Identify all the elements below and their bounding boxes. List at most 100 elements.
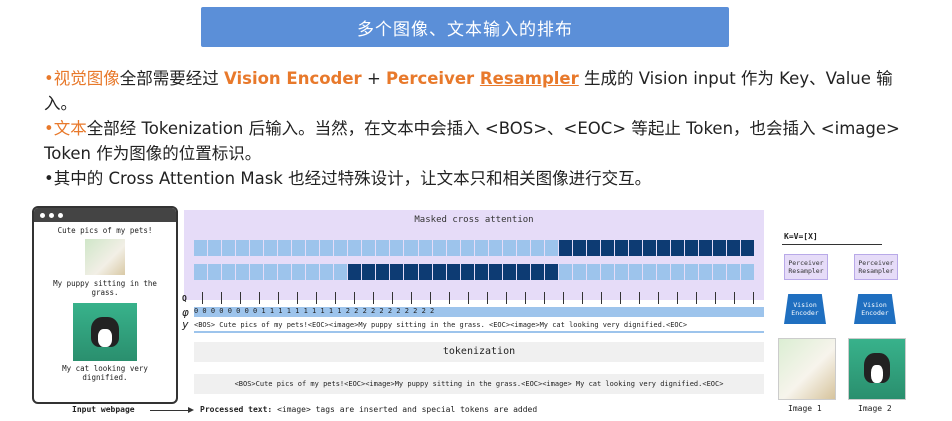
mask-cell xyxy=(222,240,236,256)
mask-cell xyxy=(376,240,390,256)
processed-caption: Processed text: <image> tags are inserte… xyxy=(200,405,537,414)
mask-cell xyxy=(432,264,446,280)
query-arrow xyxy=(373,292,374,304)
mask-cell xyxy=(671,264,685,280)
mask-cell xyxy=(699,240,713,256)
mask-cell xyxy=(236,240,250,256)
query-arrow xyxy=(620,292,621,304)
bullet-1: •视觉图像全部需要经过 Vision Encoder + Perceiver R… xyxy=(44,66,924,116)
tokenization-box: tokenization xyxy=(194,342,764,362)
mask-cell xyxy=(586,264,600,280)
mask-cell xyxy=(727,240,741,256)
query-arrow xyxy=(468,292,469,304)
browser-bar xyxy=(34,208,176,222)
bullet-1-prefix: •视觉图像 xyxy=(44,69,120,88)
image-2-cat xyxy=(848,338,906,400)
query-arrow xyxy=(563,292,564,304)
mask-cell xyxy=(572,264,586,280)
query-arrow xyxy=(297,292,298,304)
query-arrow xyxy=(677,292,678,304)
perceiver-resampler-2: Perceiver Resampler xyxy=(854,254,898,280)
mask-cell xyxy=(741,240,755,256)
token-underline xyxy=(194,331,764,333)
mask-cell xyxy=(600,240,614,256)
mask-cell xyxy=(390,264,404,280)
mask-cell xyxy=(320,264,334,280)
processed-label: Processed text: xyxy=(200,405,273,414)
mask-cell xyxy=(278,264,292,280)
mask-cell xyxy=(390,240,404,256)
mask-cell xyxy=(544,264,558,280)
mask-cell xyxy=(292,240,306,256)
mask-cell xyxy=(502,240,516,256)
image-1-dog xyxy=(778,338,836,400)
mask-cell xyxy=(516,264,530,280)
mask-cell xyxy=(516,240,530,256)
mask-cell xyxy=(194,264,208,280)
bullet-2-rest: 全部经 Tokenization 后输入。当然，在文本中会插入 <BOS>、<E… xyxy=(44,119,900,163)
mask-cell xyxy=(334,240,348,256)
bullet-2-prefix: •文本 xyxy=(44,119,87,138)
input-webpage-caption: Input webpage xyxy=(72,405,135,414)
bullet-list: •视觉图像全部需要经过 Vision Encoder + Perceiver R… xyxy=(44,66,924,191)
mask-cell xyxy=(614,264,628,280)
slide-title-bar: 多个图像、文本输入的排布 xyxy=(201,7,729,47)
query-arrow xyxy=(525,292,526,304)
mask-cell xyxy=(488,240,502,256)
query-arrow xyxy=(601,292,602,304)
mask-cell xyxy=(278,240,292,256)
mask-cell xyxy=(306,264,320,280)
mask-cell xyxy=(474,264,488,280)
mask-cell xyxy=(488,264,502,280)
processed-desc: <image> tags are inserted and special to… xyxy=(277,405,538,414)
query-arrow xyxy=(582,292,583,304)
masked-cross-attention-block: Masked cross attention xyxy=(184,210,764,300)
query-arrow xyxy=(335,292,336,304)
query-arrow xyxy=(259,292,260,304)
mask-cell xyxy=(404,240,418,256)
mask-cell xyxy=(713,240,727,256)
mask-cell xyxy=(222,264,236,280)
mask-cell xyxy=(460,240,474,256)
mask-cell xyxy=(418,240,432,256)
mask-cell xyxy=(250,240,264,256)
bullet-2: •文本全部经 Tokenization 后输入。当然，在文本中会插入 <BOS>… xyxy=(44,116,924,166)
mask-cell xyxy=(727,264,741,280)
mask-cell xyxy=(404,264,418,280)
mask-cell xyxy=(558,264,572,280)
raw-text: <BOS>Cute pics of my pets!<EOC><image>My… xyxy=(234,380,724,388)
mask-cell xyxy=(264,264,278,280)
image-1-caption: Image 1 xyxy=(788,404,822,413)
y-label: y xyxy=(182,318,189,331)
perceiver-term: Perceiver xyxy=(386,69,480,88)
mask-cell xyxy=(474,240,488,256)
mask-cell xyxy=(348,264,362,280)
q-label: Q xyxy=(182,294,187,303)
query-arrow xyxy=(202,292,203,304)
perceiver-resampler-1: Perceiver Resampler xyxy=(784,254,828,280)
query-arrow xyxy=(392,292,393,304)
mask-cell xyxy=(657,264,671,280)
query-arrow xyxy=(316,292,317,304)
query-arrow xyxy=(753,292,754,304)
mask-cell xyxy=(530,240,544,256)
mask-cell xyxy=(628,264,642,280)
mask-cell xyxy=(685,264,699,280)
mask-cell xyxy=(628,240,642,256)
query-arrow xyxy=(734,292,735,304)
mask-cell xyxy=(600,264,614,280)
mask-cell xyxy=(446,264,460,280)
mask-cell xyxy=(460,264,474,280)
mask-cell xyxy=(671,240,685,256)
flamingo-figure: Cute pics of my pets! My puppy sitting i… xyxy=(32,206,922,418)
mask-cell xyxy=(713,264,727,280)
query-arrow xyxy=(696,292,697,304)
query-arrow xyxy=(240,292,241,304)
resampler-term: Resampler xyxy=(479,69,579,88)
mask-row-1 xyxy=(194,240,755,256)
query-arrow xyxy=(221,292,222,304)
mask-cell xyxy=(376,264,390,280)
plus-sign: + xyxy=(361,69,387,88)
query-arrow xyxy=(658,292,659,304)
mask-cell xyxy=(306,240,320,256)
